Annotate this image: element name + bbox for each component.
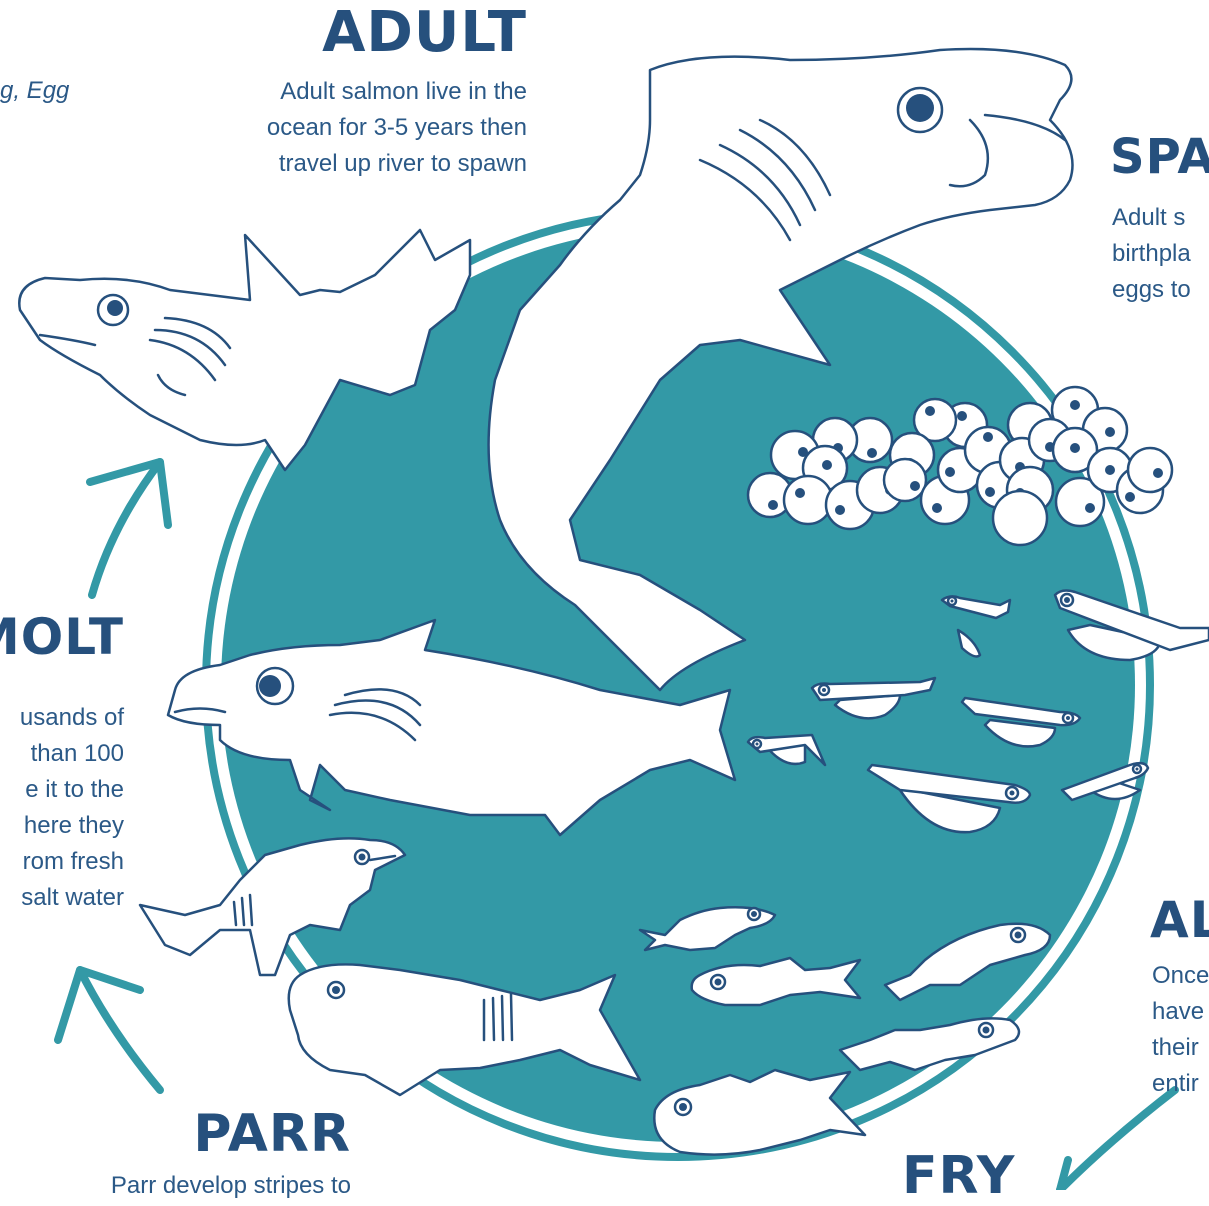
smolt-desc-line: than 100 <box>20 736 124 772</box>
parr-description: Parr develop stripes to <box>111 1168 351 1204</box>
alevin-desc-line: their <box>1152 1030 1209 1066</box>
smolt-desc-line: rom fresh <box>20 844 124 880</box>
adult-desc-line: travel up river to spawn <box>267 146 527 182</box>
top-left-caption: g, Egg <box>0 73 69 109</box>
spawn-desc-line: birthpla <box>1112 236 1191 272</box>
alevin-desc-line: Once <box>1152 958 1209 994</box>
spawn-desc-line: Adult s <box>1112 200 1191 236</box>
fry-title: FRY <box>902 1150 1015 1202</box>
spawn-title: SPA <box>1110 133 1209 181</box>
alevin-title: AL <box>1150 895 1209 945</box>
parr-desc-line: Parr develop stripes to <box>111 1168 351 1204</box>
smolt-title: MOLT <box>0 612 124 662</box>
alevin-description: Once have their entir <box>1152 958 1209 1102</box>
cycle-arrow-fry <box>1060 1090 1175 1190</box>
smolt-desc-line: salt water <box>20 880 124 916</box>
adult-title: ADULT <box>322 5 527 61</box>
spawn-description: Adult s birthpla eggs to <box>1112 200 1191 308</box>
smolt-description: usands of than 100 e it to the here they… <box>20 700 124 916</box>
adult-desc-line: Adult salmon live in the <box>267 74 527 110</box>
smolt-desc-line: usands of <box>20 700 124 736</box>
smolt-desc-line: e it to the <box>20 772 124 808</box>
cycle-arrow-parr-to-smolt <box>58 970 160 1090</box>
spawn-desc-line: eggs to <box>1112 272 1191 308</box>
alevin-desc-line: have <box>1152 994 1209 1030</box>
parr-title: PARR <box>193 1108 351 1160</box>
cycle-arrow-smolt-to-adult <box>90 462 168 595</box>
adult-description: Adult salmon live in the ocean for 3-5 y… <box>267 74 527 182</box>
adult-desc-line: ocean for 3-5 years then <box>267 110 527 146</box>
alevin-desc-line: entir <box>1152 1066 1209 1102</box>
smolt-desc-line: here they <box>20 808 124 844</box>
